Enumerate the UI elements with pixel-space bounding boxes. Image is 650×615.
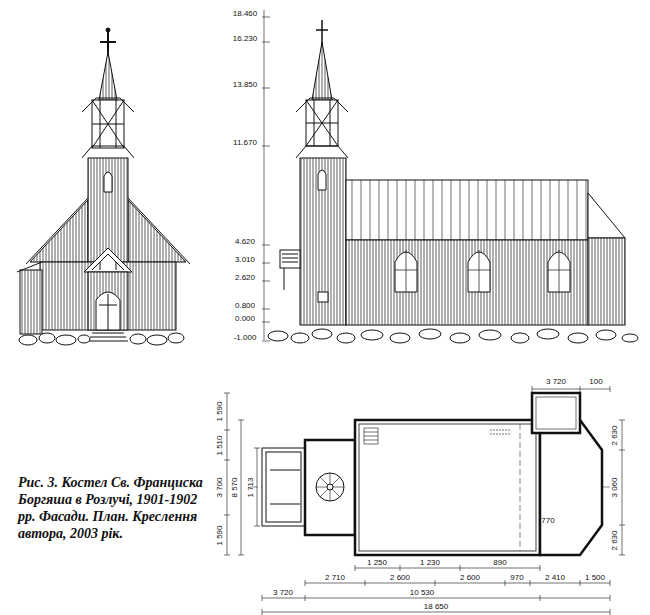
dimension-label: 8 570 — [230, 477, 239, 497]
figure-caption: Рис. 3. Костел Св. Франциска Боргяша в Р… — [18, 474, 208, 542]
dimension-label: 3 700 — [215, 477, 224, 497]
dimension-label: 3 060 — [610, 477, 619, 497]
dimension-label: 2 600 — [390, 573, 410, 582]
dimension-label: 16.230 — [233, 34, 257, 43]
dimension-label: 13.850 — [233, 80, 257, 89]
dimension-label: 970 — [510, 573, 523, 582]
dimension-label: 0.000 — [235, 314, 255, 323]
dimension-label: 10 530 — [410, 588, 434, 597]
dimension-label: 1 713 — [246, 477, 255, 497]
dimension-label: 2 410 — [545, 573, 565, 582]
dimension-label: 3.010 — [235, 255, 255, 264]
dimension-label: -1.000 — [234, 333, 257, 342]
dimension-label: 3 720 — [546, 377, 566, 386]
dimension-label: 1 590 — [215, 525, 224, 545]
dimension-label: 3 720 — [273, 588, 293, 597]
dimension-label: 0.800 — [235, 301, 255, 310]
dimension-label: 100 — [589, 377, 602, 386]
dimension-label: 18.460 — [233, 9, 257, 18]
dimension-label: 1 510 — [215, 435, 224, 455]
dimension-label: 2 600 — [460, 573, 480, 582]
dimension-label: 1 230 — [420, 558, 440, 567]
dimension-label: 18 650 — [424, 602, 448, 611]
dimension-label: 2 710 — [325, 573, 345, 582]
dimension-label: 4.620 — [235, 237, 255, 246]
dimension-label: 890 — [493, 558, 506, 567]
dimension-label: 770 — [541, 516, 554, 525]
dimension-label: 2 630 — [610, 425, 619, 445]
dimension-label: 2.620 — [235, 273, 255, 282]
dimension-label: 1 590 — [215, 401, 224, 421]
dimension-label: 11.670 — [233, 138, 257, 147]
dimension-label: 1 250 — [367, 558, 387, 567]
dimension-label: 2 630 — [610, 530, 619, 550]
dimension-label: 1 500 — [585, 573, 605, 582]
